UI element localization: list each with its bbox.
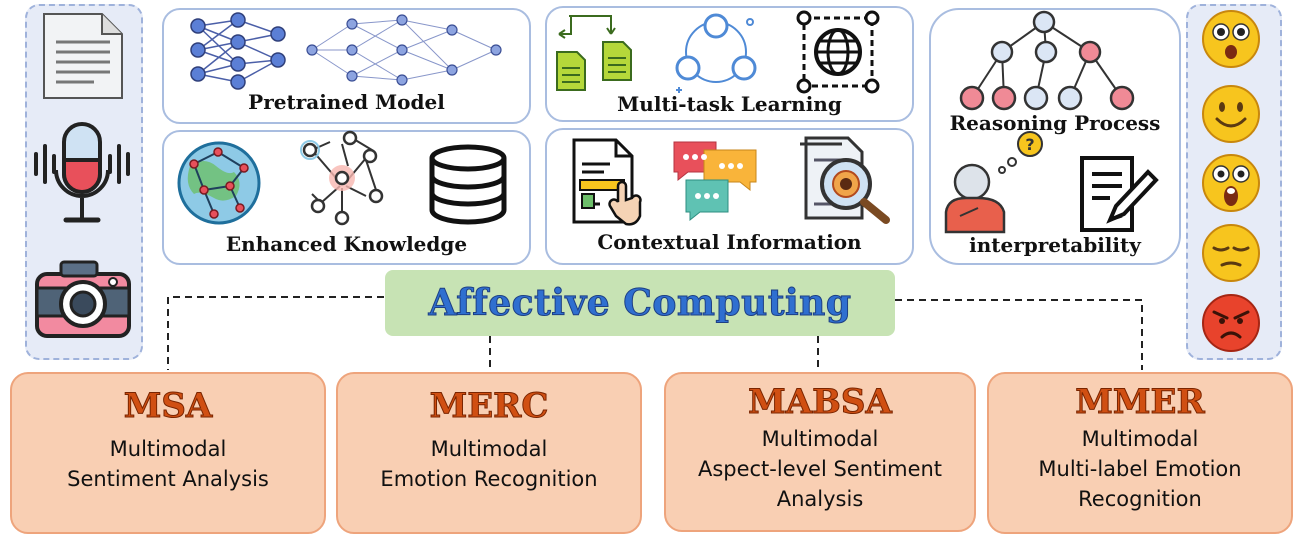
chat-bubbles-icon — [673, 141, 757, 222]
task-description: Multimodal Multi-label Emotion Recogniti… — [1038, 427, 1242, 511]
knowledge-graph-icon — [300, 130, 384, 226]
task-merc: MERC Multimodal Emotion Recognition — [336, 372, 642, 534]
pretrained-model-label: Pretrained Model — [248, 90, 445, 114]
task-description: Multimodal Sentiment Analysis — [67, 437, 269, 491]
task-abbreviation: MMER — [1075, 382, 1205, 423]
task-mabsa: MABSA Multimodal Aspect-level Sentiment … — [664, 372, 976, 532]
task-description: Multimodal Emotion Recognition — [380, 437, 598, 491]
edit-document-icon — [1080, 156, 1159, 232]
globe-network-icon — [796, 10, 880, 94]
svg-text:?: ? — [1025, 135, 1034, 154]
affective-computing-box: Affective Computing — [385, 270, 895, 336]
database-icon — [429, 144, 507, 225]
interpretability-label: interpretability — [969, 233, 1141, 257]
document-icon — [43, 13, 123, 99]
enhanced-knowledge-label: Enhanced Knowledge — [225, 232, 468, 256]
sad-emoji-icon — [1202, 224, 1260, 282]
deep-network-icon — [306, 14, 502, 86]
reasoning-tree-icon — [959, 10, 1135, 111]
multi-task-learning-label: Multi-task Learning — [617, 92, 842, 116]
angry-emoji-icon — [1202, 294, 1260, 352]
task-msa: MSA Multimodal Sentiment Analysis — [10, 372, 326, 534]
document-search-icon — [800, 136, 890, 224]
global-network-icon — [177, 141, 261, 225]
smile-emoji-icon — [1202, 85, 1260, 143]
microphone-icon — [34, 122, 130, 223]
document-touch-icon — [572, 138, 642, 226]
task-mmer: MMER Multimodal Multi-label Emotion Reco… — [987, 372, 1293, 534]
task-abbreviation: MABSA — [748, 382, 893, 423]
task-abbreviation: MERC — [429, 386, 549, 427]
camera-icon — [35, 260, 131, 338]
task-abbreviation: MSA — [123, 386, 213, 427]
task-description: Multimodal Aspect-level Sentiment Analys… — [697, 427, 943, 511]
cycle-icon — [675, 13, 757, 93]
thinking-person-icon: ? — [944, 131, 1043, 234]
neural-network-icon — [190, 12, 286, 90]
affective-computing-title: Affective Computing — [428, 282, 852, 325]
reasoning-process-label: Reasoning Process — [949, 111, 1161, 135]
surprised-emoji-icon — [1202, 10, 1260, 68]
file-transfer-icon — [556, 15, 632, 91]
contextual-information-label: Contextual Information — [597, 230, 862, 254]
shocked-emoji-icon — [1202, 154, 1260, 212]
